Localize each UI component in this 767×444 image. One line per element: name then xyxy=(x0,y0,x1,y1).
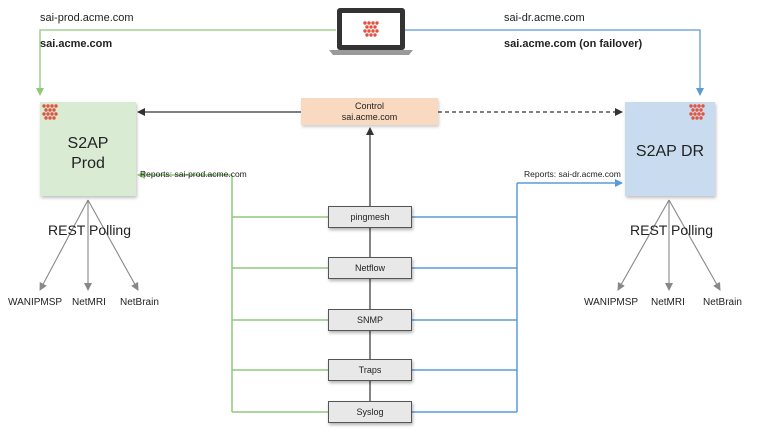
source-pingmesh: pingmesh xyxy=(328,206,412,228)
dr-polling-fan xyxy=(617,199,721,291)
prod-rest-polling-label: REST Polling xyxy=(48,222,132,238)
dr-rest-polling-label: REST Polling xyxy=(630,222,714,238)
prod-polling-fan xyxy=(39,199,139,291)
prod-hostname-label: sai-prod.acme.com xyxy=(40,12,134,24)
dr-hostname-label: sai-dr.acme.com xyxy=(504,12,585,24)
dr-reports-label: Reports: sai-dr.acme.com xyxy=(524,169,621,179)
dr-title: S2AP DR xyxy=(635,143,705,160)
dr-target-netmri: NetMRI xyxy=(651,297,685,308)
source-snmp: SNMP xyxy=(328,309,412,331)
prod-alias-label: sai.acme.com xyxy=(40,38,113,50)
control-label: Control xyxy=(354,101,384,111)
dr-report-bus xyxy=(412,179,623,413)
prod-target-netbrain: NetBrain xyxy=(120,297,159,308)
dr-target-netbrain: NetBrain xyxy=(703,297,742,308)
prod-title-line2: Prod xyxy=(71,155,105,172)
prod-target-wanipmsp: WANIPMSP xyxy=(8,297,63,308)
prod-report-bus xyxy=(137,171,328,413)
s2ap-logo-icon xyxy=(689,104,705,120)
laptop-with-logo-icon xyxy=(329,8,413,55)
prod-target-netmri: NetMRI xyxy=(72,297,106,308)
control-node: Control sai.acme.com xyxy=(301,98,438,125)
s2ap-prod-node: S2AP Prod xyxy=(40,102,136,196)
s2ap-logo-icon xyxy=(42,104,58,120)
prod-reports-label: Reports: sai-prod.acme.com xyxy=(140,169,247,179)
source-netflow: Netflow xyxy=(328,257,412,279)
source-traps: Traps xyxy=(328,359,412,381)
dr-target-wanipmsp: WANIPMSP xyxy=(584,297,639,308)
dr-alias-label: sai.acme.com (on failover) xyxy=(504,38,643,50)
prod-dns-line xyxy=(36,29,336,96)
prod-title-line1: S2AP xyxy=(67,135,109,152)
control-host-label: sai.acme.com xyxy=(341,112,398,122)
source-syslog: Syslog xyxy=(328,401,412,423)
dr-dns-line xyxy=(405,29,704,96)
